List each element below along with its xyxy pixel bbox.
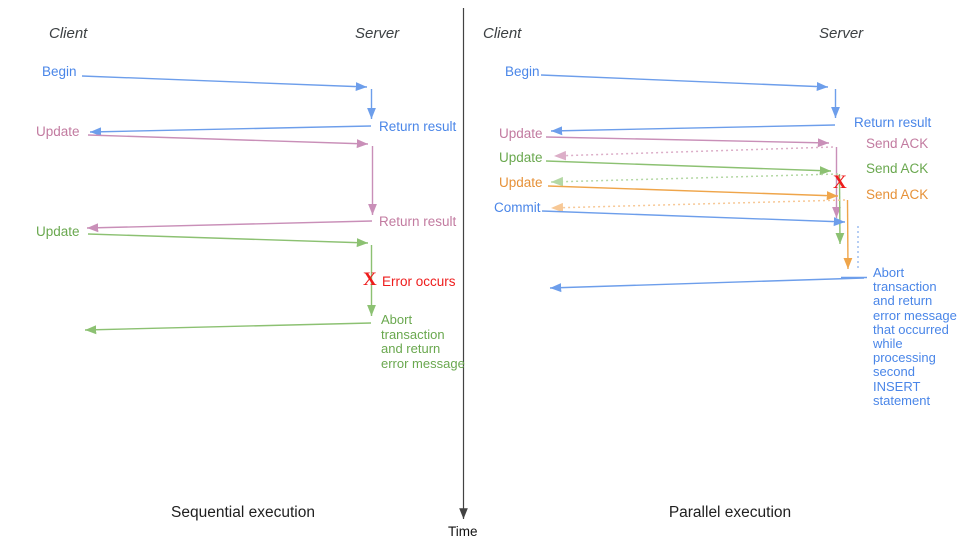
par-send-ack-2-dashed-arrow — [550, 173, 839, 187]
par-abort-note: Abort transaction and return error messa… — [873, 265, 957, 408]
par-client-header: Client — [483, 25, 522, 42]
seq-update-1-label: Update — [36, 124, 80, 139]
seq-begin-request-arrow — [81, 75, 368, 92]
time-axis-label: Time — [448, 524, 478, 539]
par-update-3-processing-line — [843, 199, 853, 270]
par-update-3-label: Update — [499, 175, 543, 190]
seq-return-result-2-arrow — [86, 220, 373, 233]
seq-begin-label: Begin — [42, 64, 77, 79]
seq-server-header: Server — [355, 25, 400, 42]
par-update-3-request-arrow — [547, 185, 839, 201]
seq-return-result-2-label: Return result — [379, 214, 457, 229]
seq-update-1-request-arrow — [87, 134, 369, 149]
par-begin-request-arrow — [540, 74, 829, 92]
seq-abort-note: Abort transaction and return error messa… — [381, 312, 465, 371]
par-abort-return-arrow — [549, 277, 865, 293]
seq-client-header: Client — [49, 25, 88, 42]
par-return-result-label: Return result — [854, 115, 932, 130]
seq-update-2-label: Update — [36, 224, 80, 239]
par-begin-label: Begin — [505, 64, 540, 79]
par-update-1-label: Update — [499, 126, 543, 141]
par-send-ack-3-label: Send ACK — [866, 187, 929, 202]
par-update-2-processing-line — [835, 173, 845, 245]
seq-update-2-request-arrow — [87, 233, 369, 248]
par-update-1-request-arrow — [545, 136, 830, 148]
par-send-ack-1-label: Send ACK — [866, 136, 929, 151]
seq-return-result-1-label: Return result — [379, 119, 457, 134]
seq-error-occurs-label: Error occurs — [382, 274, 456, 289]
par-send-ack-1-dashed-arrow — [553, 146, 834, 161]
seq-caption: Sequential execution — [171, 504, 315, 521]
par-error-x-icon: X — [833, 172, 847, 193]
par-server-header: Server — [819, 25, 864, 42]
seq-return-result-1-arrow — [89, 125, 372, 137]
par-return-result-arrow — [550, 124, 836, 136]
par-update-2-label: Update — [499, 150, 543, 165]
parallel-panel-lines — [540, 74, 867, 293]
par-caption: Parallel execution — [668, 504, 792, 521]
seq-error-x-icon: X — [363, 269, 377, 290]
par-send-ack-2-label: Send ACK — [866, 161, 929, 176]
par-commit-request-arrow — [541, 210, 846, 227]
sequential-panel-lines — [81, 75, 377, 335]
par-send-ack-3-dashed-arrow — [550, 199, 846, 213]
par-update-2-request-arrow — [545, 160, 832, 176]
seq-abort-return-arrow — [84, 322, 372, 335]
par-commit-label: Commit — [494, 200, 541, 215]
